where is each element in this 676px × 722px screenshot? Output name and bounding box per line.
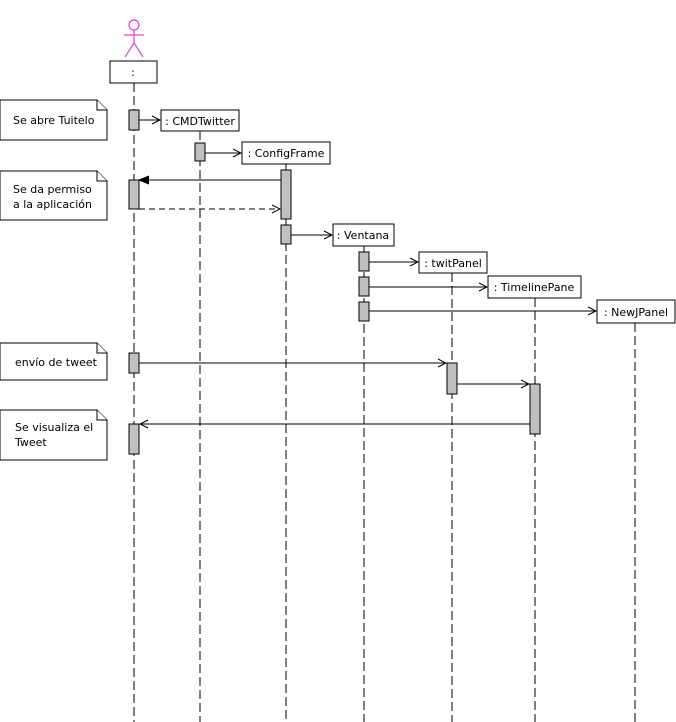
object-box-configframe[interactable] bbox=[241, 141, 331, 165]
note-permiso-line-2: a la aplicación bbox=[13, 198, 92, 211]
activation-cmdtwitter bbox=[194, 142, 206, 162]
object-box-cmdtwitter[interactable] bbox=[160, 109, 240, 132]
activation-configframe-2 bbox=[280, 224, 292, 245]
note-visualiza: Se visualiza el Tweet bbox=[0, 409, 108, 461]
note-visualiza-line-1: Se visualiza el bbox=[15, 421, 93, 434]
note-permiso: Se da permiso a la aplicación bbox=[0, 170, 108, 221]
activation-ventana-1 bbox=[358, 251, 370, 272]
object-label-twitpanel: : twitPanel bbox=[424, 257, 482, 270]
note-permiso-line-1: Se da permiso bbox=[13, 183, 92, 196]
object-box-ventana[interactable] bbox=[332, 223, 395, 247]
object-label-ventana: : Ventana bbox=[337, 229, 389, 242]
object-label-configframe: : ConfigFrame bbox=[248, 147, 325, 160]
actor-figure-icon bbox=[124, 19, 144, 58]
object-box-timelinepane[interactable] bbox=[487, 275, 582, 299]
note-envio: envío de tweet bbox=[0, 342, 108, 381]
note-envio-line-1: envío de tweet bbox=[15, 356, 98, 369]
activation-actor-2 bbox=[128, 179, 140, 210]
object-label-newjpanel: : NewJPanel bbox=[604, 306, 668, 319]
object-box-newjpanel[interactable] bbox=[596, 299, 676, 324]
note-abre-line-1: Se abre Tuitelo bbox=[13, 114, 95, 127]
activation-ventana-2 bbox=[358, 276, 370, 297]
activation-actor-3 bbox=[128, 352, 140, 374]
actor-label: : bbox=[131, 66, 135, 79]
activation-twitpanel bbox=[446, 362, 458, 395]
note-visualiza-line-2: Tweet bbox=[14, 436, 47, 449]
object-box-twitpanel[interactable] bbox=[418, 251, 488, 274]
object-label-timelinepane: : TimelinePane bbox=[494, 281, 575, 294]
activation-actor-4 bbox=[128, 423, 140, 455]
object-label-cmdtwitter: : CMDTwitter bbox=[165, 115, 235, 128]
note-abre: Se abre Tuitelo bbox=[0, 99, 108, 141]
activation-ventana-3 bbox=[358, 301, 370, 322]
activation-configframe-1 bbox=[280, 169, 292, 220]
activation-actor-1 bbox=[128, 109, 140, 131]
activation-timelinepane bbox=[529, 383, 541, 435]
